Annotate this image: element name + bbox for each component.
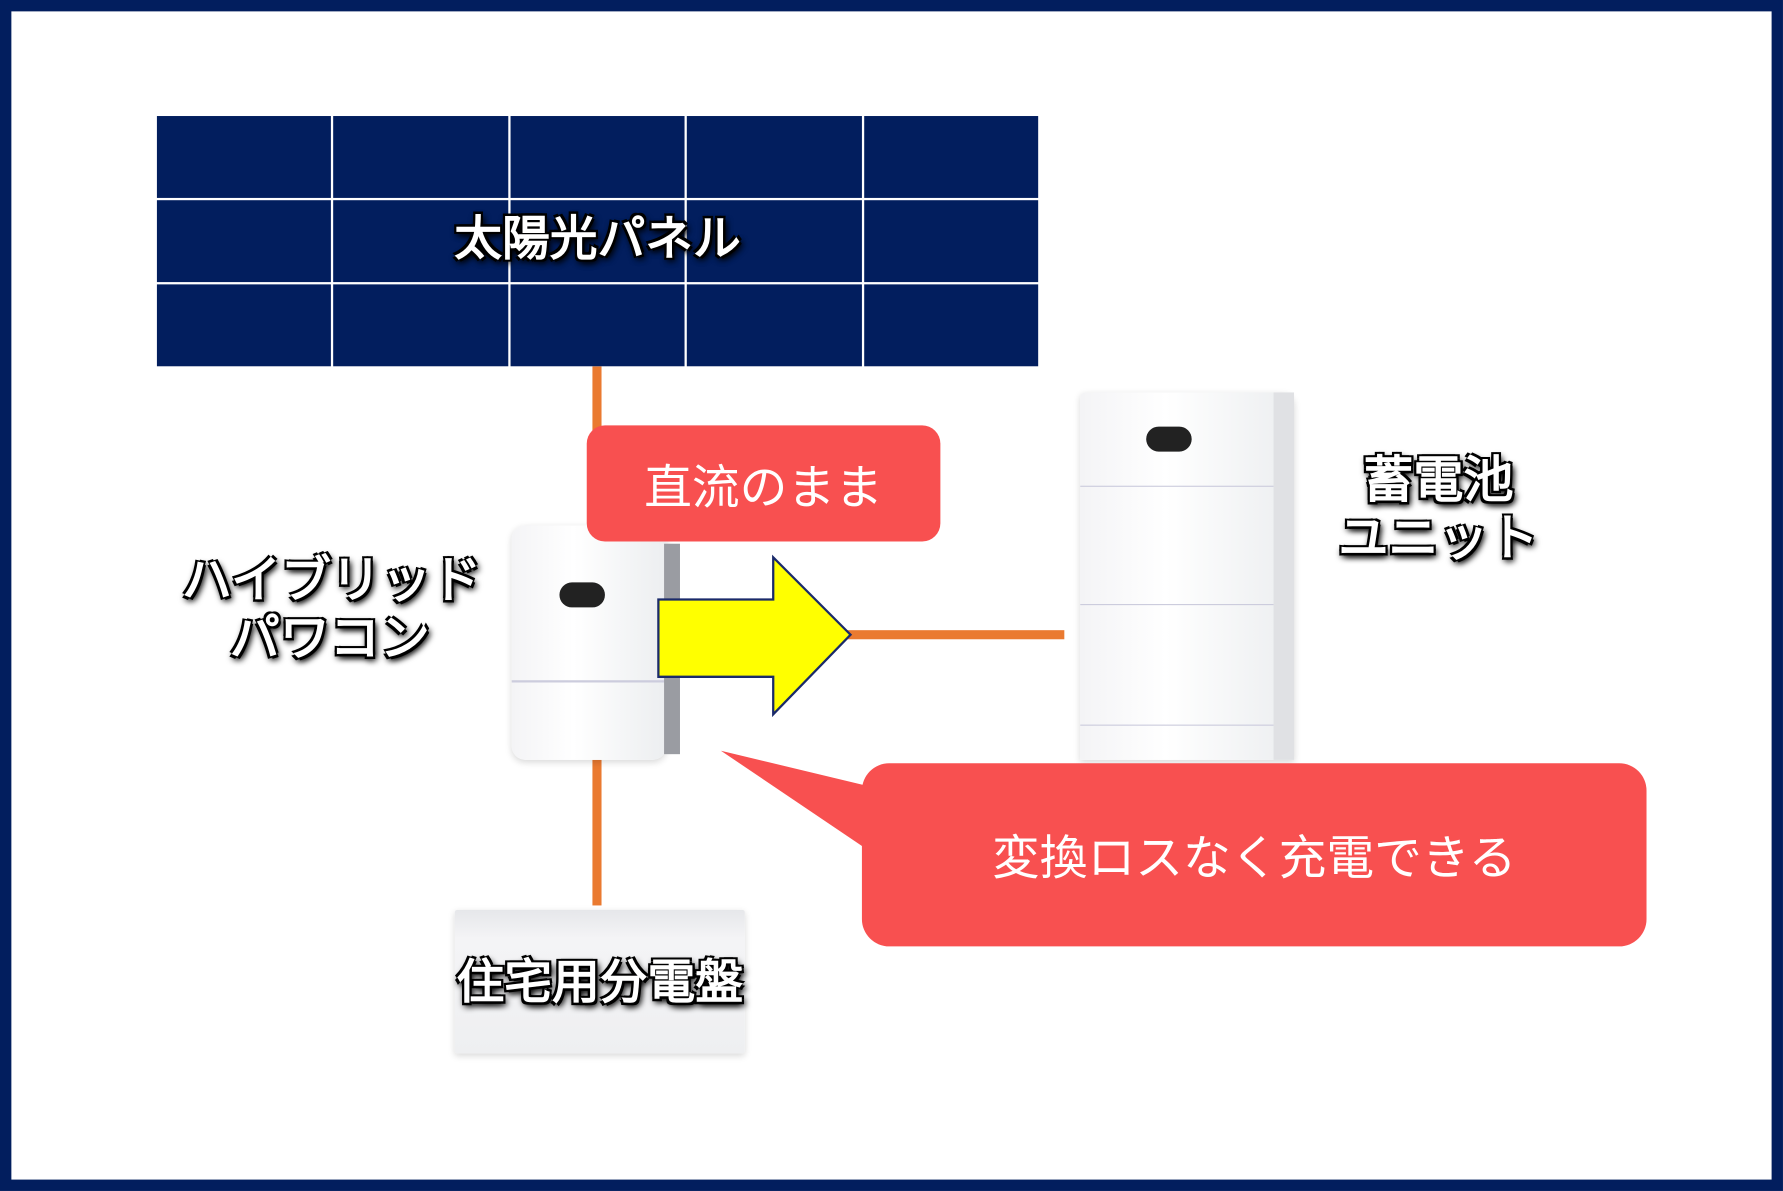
solar-panel-label: 太陽光パネル [454,210,741,267]
inverter-image [511,525,667,760]
distribution-board-label: 住宅用分電盤 [456,954,744,1011]
dc-note-box: 直流のまま [586,425,941,542]
dc-flow-arrow-icon [657,554,853,718]
battery-label: 蓄電池 ユニット [1338,451,1539,568]
wire-panel-to-inverter [592,366,602,435]
wire-inverter-to-board [592,759,602,906]
dc-note-label: 直流のまま [644,458,883,515]
battery-display-icon [1146,426,1192,452]
solar-panel-grid [156,116,1039,367]
inverter-label: ハイブリッド パワコン [181,551,482,668]
distribution-board-image [454,910,745,1054]
callout-box: 変換ロスなく充電できる [861,763,1647,947]
callout-label: 変換ロスなく充電できる [992,830,1517,887]
wire-arrow-to-battery [847,630,1065,640]
battery-image [1080,392,1295,760]
inverter-display-icon [559,582,605,608]
callout-pointer [720,750,887,854]
